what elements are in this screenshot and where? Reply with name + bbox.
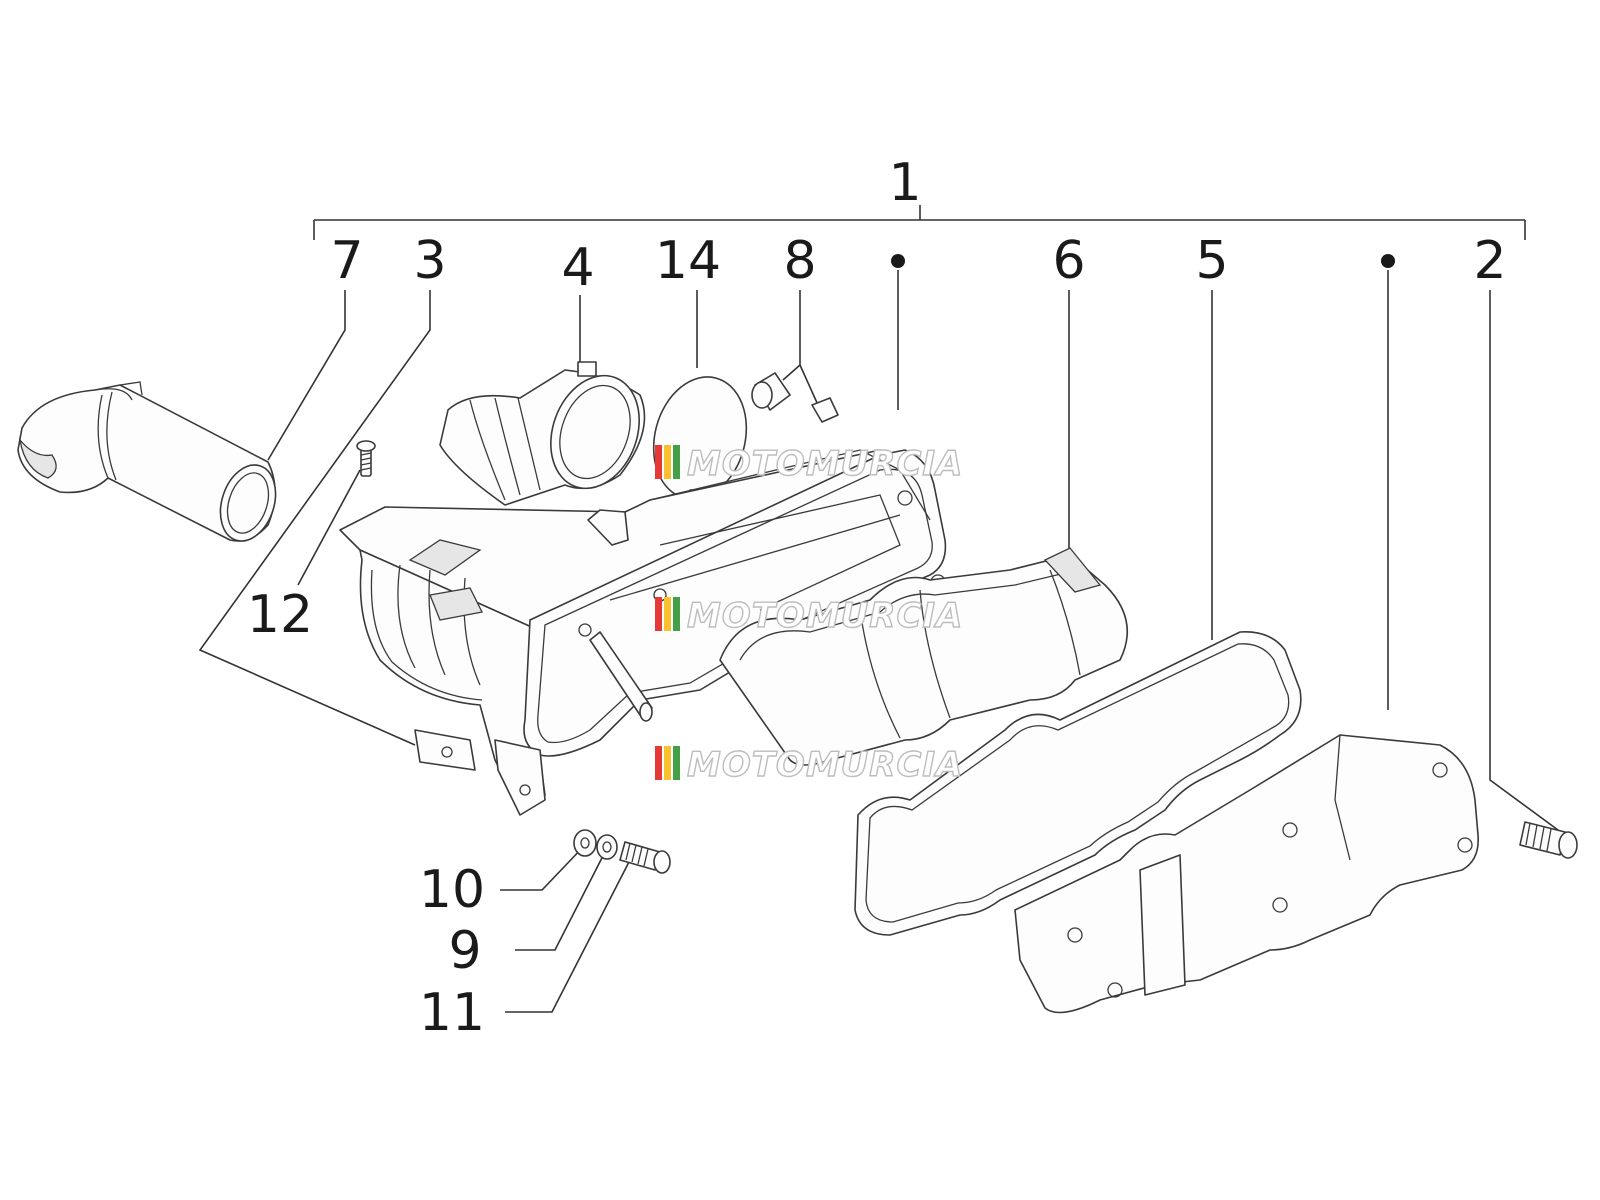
bullet-dot-left bbox=[891, 254, 905, 268]
watermark-stripe-yellow bbox=[664, 746, 671, 780]
seal-5-part bbox=[854, 631, 1302, 936]
callout-2: 2 bbox=[1473, 231, 1506, 291]
watermark-text: MOTOMURCIA bbox=[687, 596, 963, 636]
watermark-stripe-yellow bbox=[664, 445, 671, 479]
callout-5: 5 bbox=[1195, 231, 1228, 291]
screw-2-part bbox=[1519, 821, 1578, 859]
callout-9: 9 bbox=[448, 921, 481, 981]
screw-11-part bbox=[619, 841, 671, 874]
watermark-stripe-green bbox=[673, 445, 680, 479]
watermark-stripe-red bbox=[655, 746, 662, 780]
washer-9-part bbox=[596, 834, 618, 860]
callout-1: 1 bbox=[888, 153, 921, 213]
callout-4: 4 bbox=[561, 238, 594, 298]
callout-14: 14 bbox=[655, 231, 721, 291]
callout-6: 6 bbox=[1052, 231, 1085, 291]
washer-10-part bbox=[573, 829, 597, 857]
airbox-housing-part bbox=[339, 449, 947, 816]
bullet-dot-right bbox=[1381, 254, 1395, 268]
callout-8: 8 bbox=[783, 231, 816, 291]
watermark-text: MOTOMURCIA bbox=[687, 745, 963, 785]
assembly-bracket bbox=[313, 205, 1526, 240]
watermark-stripe-green bbox=[673, 746, 680, 780]
callout-11: 11 bbox=[419, 983, 485, 1043]
watermark-bottom: MOTOMURCIA bbox=[655, 744, 963, 786]
watermark-middle: MOTOMURCIA bbox=[655, 595, 963, 637]
watermark-top: MOTOMURCIA bbox=[655, 443, 963, 485]
leader-lines bbox=[198, 270, 1559, 1013]
watermark-stripe-green bbox=[673, 597, 680, 631]
watermark-stripe-red bbox=[655, 445, 662, 479]
cover-2-part bbox=[1014, 734, 1479, 1014]
watermark-text: MOTOMURCIA bbox=[687, 444, 963, 484]
callout-12: 12 bbox=[247, 585, 313, 645]
elbow-duct-part bbox=[439, 361, 646, 506]
watermark-stripe-red bbox=[655, 597, 662, 631]
filter-element-6-part bbox=[719, 547, 1128, 766]
callout-7: 7 bbox=[330, 231, 363, 291]
callout-10: 10 bbox=[419, 860, 485, 920]
screw-12-part bbox=[356, 440, 376, 477]
callout-3: 3 bbox=[413, 231, 446, 291]
sleeve-8-part bbox=[751, 372, 839, 423]
intake-duct-part bbox=[17, 381, 277, 542]
watermark-stripe-yellow bbox=[664, 597, 671, 631]
